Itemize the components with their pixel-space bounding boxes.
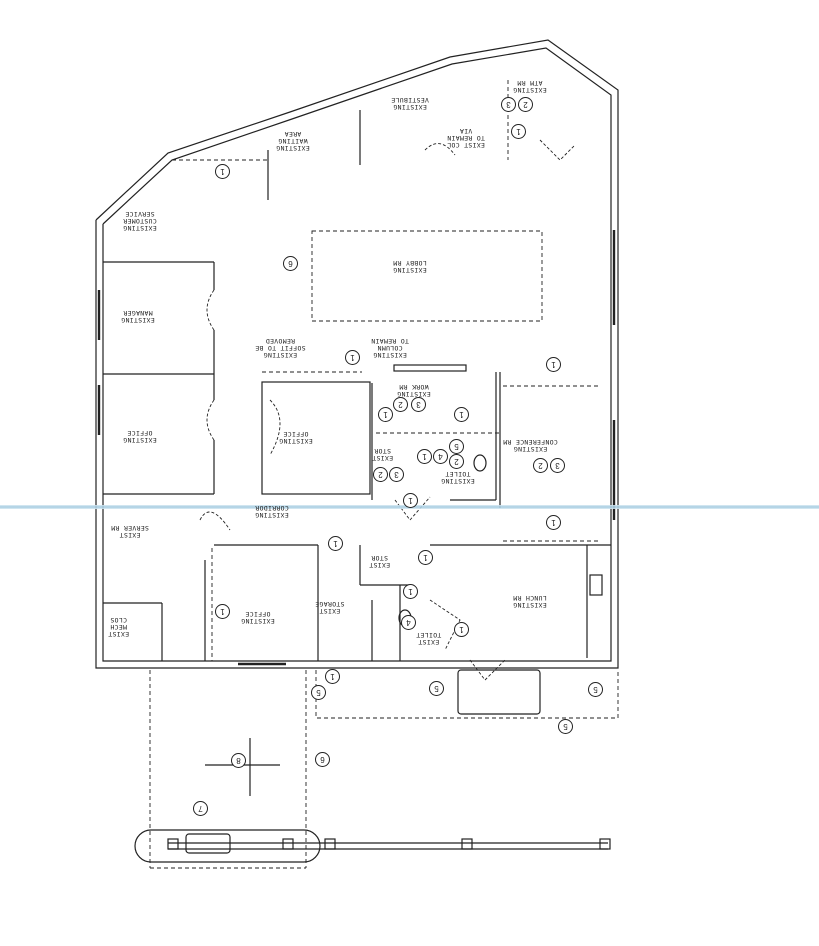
room-label-conference: EXISTING CONFERENCE RM [502, 438, 558, 453]
keynote-tag: 3 [549, 457, 565, 473]
keynote-tag: 5 [587, 681, 603, 697]
room-label-storage: EXIST STORAGE [315, 600, 345, 615]
keynote-tag: 1 [510, 123, 526, 139]
keynote-tag: 2 [532, 457, 548, 473]
keynote-tag: 1 [377, 406, 393, 422]
keynote-tag: 3 [500, 96, 516, 112]
keynote-tag: 2 [448, 453, 464, 469]
keynote-tag: 1 [344, 349, 360, 365]
keynote-tag: 1 [453, 621, 469, 637]
keynote-tag: 2 [517, 96, 533, 112]
note-col-via: EXIST COL TO REMAIN VIA [447, 126, 485, 149]
keynote-tag: 2 [392, 396, 408, 412]
room-label-lunch: EXISTING LUNCH RM [513, 594, 547, 609]
room-label-toilet-2: EXIST TOILET [415, 631, 441, 646]
keynote-tag: 5 [557, 718, 573, 734]
keynote-tag: 1 [545, 356, 561, 372]
section-crosshair [205, 738, 280, 796]
room-label-corridor: EXISTING CORRIDOR [255, 504, 289, 519]
keynote-tag: 3 [410, 396, 426, 412]
room-label-mech: EXIST MECH CLOS [107, 615, 129, 638]
keynote-tag: 7 [192, 800, 208, 816]
keynote-tag: 1 [416, 448, 432, 464]
keynote-tag: 1 [545, 514, 561, 530]
door-swings [199, 139, 576, 681]
room-label-atm: EXISTING ATM RM [513, 79, 547, 94]
keynote-tag: 8 [230, 752, 246, 768]
room-label-lobby: EXISTING LOBBY RM [393, 259, 427, 274]
keynote-tag: 4 [432, 448, 448, 464]
room-label-vestibule: EXISTING VESTIBULE [391, 96, 429, 111]
site-fence [134, 829, 611, 863]
interior-walls [103, 110, 611, 661]
keynote-tag: 5 [310, 684, 326, 700]
keynote-tag: 6 [282, 255, 298, 271]
room-label-office-3: EXISTING OFFICE [241, 610, 275, 625]
room-label-toilet-1: EXISTING TOILET [441, 470, 475, 485]
keynote-tag: 1 [402, 583, 418, 599]
keynote-tag: 1 [453, 406, 469, 422]
entry-canopy [457, 669, 541, 715]
keynote-tag: 5 [428, 680, 444, 696]
keynote-tag: 6 [314, 751, 330, 767]
keynote-tag: 1 [327, 535, 343, 551]
room-label-office-1: EXISTING OFFICE [123, 429, 157, 444]
keynote-tag: 1 [324, 668, 340, 684]
room-label-stor-2: EXIST STOR [368, 554, 390, 569]
note-soffit: EXISTING SOFFIT TO BE REMOVED [254, 336, 306, 359]
counter-fixture [589, 574, 603, 596]
keynote-tag: 4 [400, 614, 416, 630]
keynote-tag: 5 [448, 438, 464, 454]
keynote-tag: 3 [388, 466, 404, 482]
keynote-tag: 1 [417, 549, 433, 565]
room-label-work-rm: EXISTING WORK RM [397, 383, 431, 398]
keynote-tag: 1 [214, 603, 230, 619]
room-label-stor-1: EXIST STOR [371, 447, 393, 462]
windows [97, 230, 616, 666]
toilet-fixture [473, 454, 487, 472]
keynote-tag: 1 [214, 163, 230, 179]
note-column: EXISTING COLUMN TO REMAIN [371, 336, 409, 359]
room-label-waiting: EXISTING WAITING AREA [276, 129, 310, 152]
exterior-walls [95, 39, 619, 669]
keynote-tag: 2 [372, 466, 388, 482]
room-label-server: EXIST SERVER RM [111, 524, 149, 539]
room-label-customer-service: EXISTING CUSTOMER SERVICE [123, 209, 157, 232]
room-label-manager: EXISTING MANAGER [121, 309, 155, 324]
room-label-office-2: EXISTING OFFICE [279, 430, 313, 445]
keynote-tag: 1 [402, 492, 418, 508]
